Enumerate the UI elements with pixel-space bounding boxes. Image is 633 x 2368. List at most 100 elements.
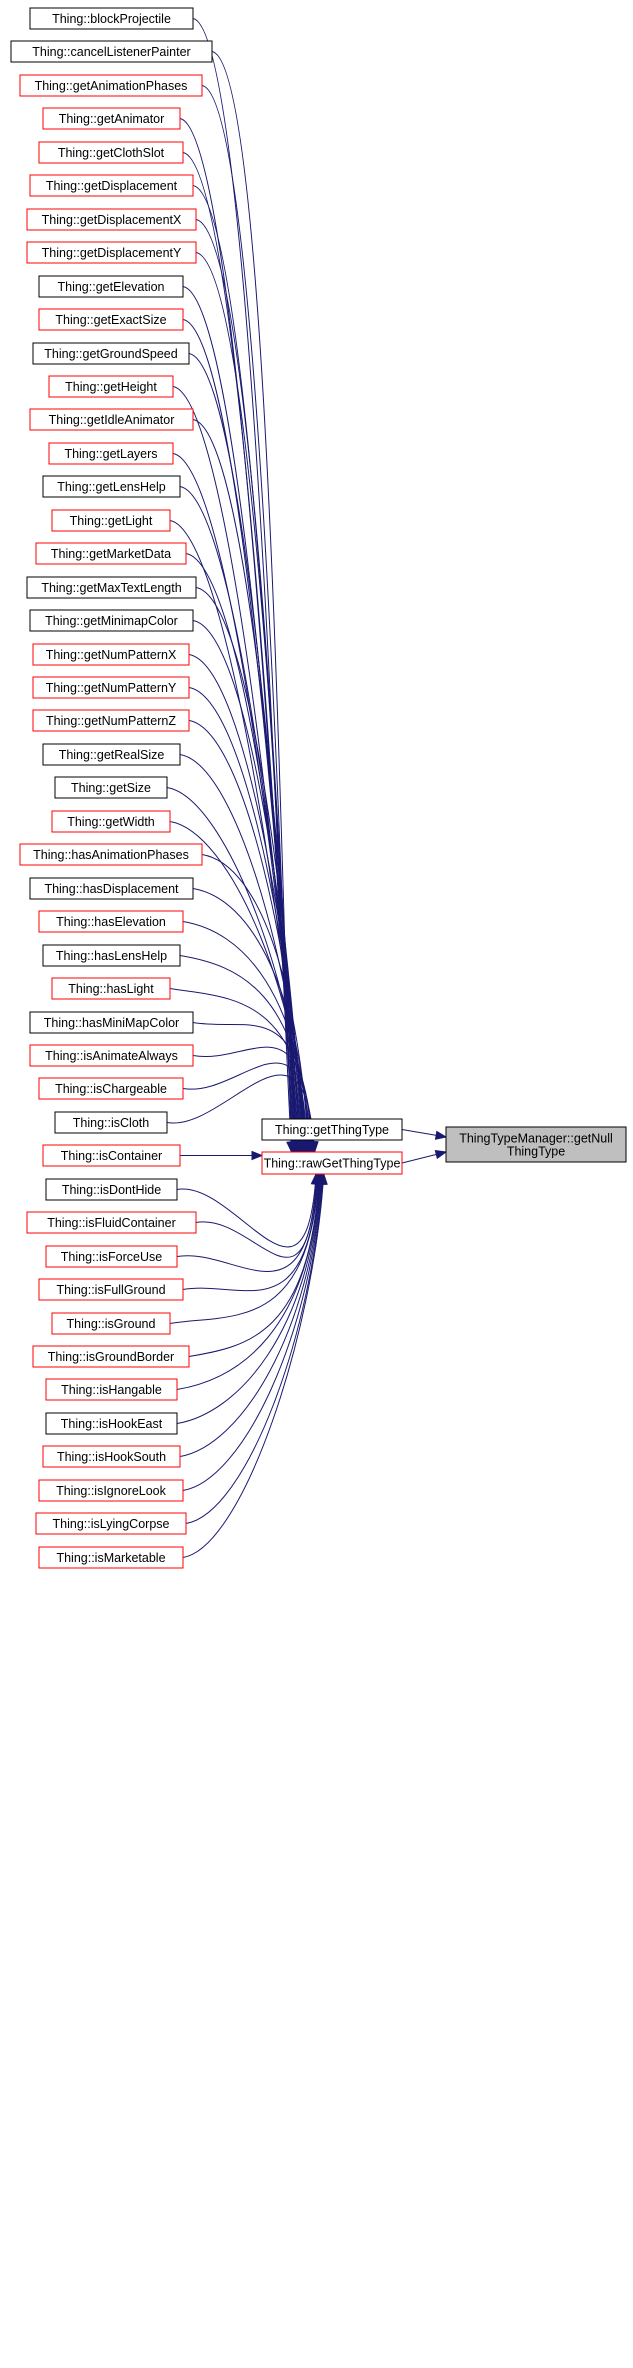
- node-is-ground[interactable]: Thing::isGround: [51, 1312, 171, 1335]
- edge-is-dont-hide: [176, 1173, 317, 1248]
- node-has-displacement-box: [29, 877, 194, 900]
- node-get-ground-speed-box: [32, 342, 190, 365]
- edge-get-thing-type-arrowhead: [434, 1130, 448, 1140]
- node-is-chargeable-label: Thing::isChargeable: [55, 1082, 167, 1096]
- node-get-elevation-box: [38, 275, 184, 298]
- node-get-displacement-x-box: [26, 208, 197, 231]
- node-get-cloth-slot[interactable]: Thing::getClothSlot: [38, 141, 184, 164]
- node-get-max-text-length-box: [26, 576, 197, 599]
- node-is-animate-always[interactable]: Thing::isAnimateAlways: [29, 1044, 194, 1067]
- node-get-thing-type-box: [261, 1118, 403, 1141]
- node-get-height[interactable]: Thing::getHeight: [48, 375, 174, 398]
- node-get-exact-size-label: Thing::getExactSize: [55, 313, 166, 327]
- node-is-fluid-container-label: Thing::isFluidContainer: [47, 1216, 176, 1230]
- node-is-hangable-label: Thing::isHangable: [61, 1383, 162, 1397]
- edge-get-lens-help: [179, 486, 302, 1153]
- node-is-ground-label: Thing::isGround: [67, 1317, 156, 1331]
- node-has-elevation-label: Thing::hasElevation: [56, 915, 166, 929]
- node-is-animate-always-label: Thing::isAnimateAlways: [45, 1049, 178, 1063]
- node-get-displacement[interactable]: Thing::getDisplacement: [29, 174, 194, 197]
- node-get-animation-phases-label: Thing::getAnimationPhases: [35, 79, 188, 93]
- node-get-animation-phases[interactable]: Thing::getAnimationPhases: [19, 74, 203, 97]
- node-is-force-use[interactable]: Thing::isForceUse: [45, 1245, 178, 1268]
- node-get-size[interactable]: Thing::getSize: [54, 776, 168, 799]
- node-has-animation-phases[interactable]: Thing::hasAnimationPhases: [19, 843, 203, 866]
- node-cancel-listener-painter[interactable]: Thing::cancelListenerPainter: [10, 40, 213, 63]
- node-has-light-label: Thing::hasLight: [68, 982, 154, 996]
- node-get-lens-help-box: [42, 475, 181, 498]
- node-get-elevation-label: Thing::getElevation: [57, 280, 164, 294]
- node-get-minimap-color[interactable]: Thing::getMinimapColor: [29, 609, 194, 632]
- node-get-max-text-length[interactable]: Thing::getMaxTextLength: [26, 576, 197, 599]
- edge-is-chargeable: [182, 1062, 315, 1153]
- node-get-layers[interactable]: Thing::getLayers: [48, 442, 174, 465]
- node-get-max-text-length-label: Thing::getMaxTextLength: [41, 581, 181, 595]
- node-has-displacement[interactable]: Thing::hasDisplacement: [29, 877, 194, 900]
- node-is-container-label: Thing::isContainer: [61, 1149, 162, 1163]
- node-get-num-pattern-y[interactable]: Thing::getNumPatternY: [32, 676, 190, 699]
- node-get-animator[interactable]: Thing::getAnimator: [42, 107, 181, 130]
- node-is-hook-east[interactable]: Thing::isHookEast: [45, 1412, 178, 1435]
- node-is-ground-border[interactable]: Thing::isGroundBorder: [32, 1345, 190, 1368]
- node-has-lens-help[interactable]: Thing::hasLensHelp: [42, 944, 181, 967]
- node-get-lens-help[interactable]: Thing::getLensHelp: [42, 475, 181, 498]
- node-raw-get-thing-type[interactable]: Thing::rawGetThingType: [261, 1151, 403, 1175]
- node-get-num-pattern-z[interactable]: Thing::getNumPatternZ: [32, 709, 190, 732]
- node-get-displacement-x[interactable]: Thing::getDisplacementX: [26, 208, 197, 231]
- node-block-projectile[interactable]: Thing::blockProjectile: [29, 7, 194, 30]
- node-raw-get-thing-type-label: Thing::rawGetThingType: [264, 1157, 401, 1171]
- edge-get-layers: [172, 453, 302, 1153]
- node-get-ground-speed[interactable]: Thing::getGroundSpeed: [32, 342, 190, 365]
- node-get-size-box: [54, 776, 168, 799]
- node-get-idle-animator[interactable]: Thing::getIdleAnimator: [29, 408, 194, 431]
- node-is-ignore-look-label: Thing::isIgnoreLook: [56, 1484, 167, 1498]
- node-is-ignore-look[interactable]: Thing::isIgnoreLook: [38, 1479, 184, 1502]
- node-get-minimap-color-box: [29, 609, 194, 632]
- node-has-mini-map-color[interactable]: Thing::hasMiniMapColor: [29, 1011, 194, 1034]
- node-get-animator-box: [42, 107, 181, 130]
- node-thing-type-manager-get-null-thing-type-label: ThingTypeManager::getNull: [459, 1132, 613, 1146]
- node-is-full-ground-label: Thing::isFullGround: [56, 1283, 165, 1297]
- node-has-light[interactable]: Thing::hasLight: [51, 977, 171, 1000]
- node-thing-type-manager-get-null-thing-type-label: ThingType: [507, 1145, 565, 1159]
- node-get-num-pattern-x[interactable]: Thing::getNumPatternX: [32, 643, 190, 666]
- node-get-num-pattern-z-label: Thing::getNumPatternZ: [46, 714, 176, 728]
- node-get-height-box: [48, 375, 174, 398]
- node-is-marketable[interactable]: Thing::isMarketable: [38, 1546, 184, 1569]
- node-get-minimap-color-label: Thing::getMinimapColor: [45, 614, 178, 628]
- node-get-lens-help-label: Thing::getLensHelp: [57, 480, 165, 494]
- node-is-hangable[interactable]: Thing::isHangable: [45, 1378, 178, 1401]
- node-is-cloth[interactable]: Thing::isCloth: [54, 1111, 168, 1134]
- node-is-full-ground[interactable]: Thing::isFullGround: [38, 1278, 184, 1301]
- node-is-hook-south[interactable]: Thing::isHookSouth: [42, 1445, 181, 1468]
- edge-get-size: [166, 787, 309, 1153]
- node-get-displacement-y[interactable]: Thing::getDisplacementY: [26, 241, 197, 264]
- edge-is-hook-east: [176, 1173, 322, 1424]
- edge-is-cloth: [166, 1074, 316, 1153]
- node-get-thing-type[interactable]: Thing::getThingType: [261, 1118, 403, 1141]
- node-is-chargeable[interactable]: Thing::isChargeable: [38, 1077, 184, 1100]
- node-has-light-box: [51, 977, 171, 1000]
- node-block-projectile-box: [29, 7, 194, 30]
- node-get-layers-box: [48, 442, 174, 465]
- node-get-exact-size-box: [38, 308, 184, 331]
- node-get-real-size[interactable]: Thing::getRealSize: [42, 743, 181, 766]
- node-get-light[interactable]: Thing::getLight: [51, 509, 171, 532]
- node-get-displacement-y-label: Thing::getDisplacementY: [42, 246, 182, 260]
- node-is-container[interactable]: Thing::isContainer: [42, 1144, 181, 1167]
- node-is-dont-hide[interactable]: Thing::isDontHide: [45, 1178, 178, 1201]
- node-is-fluid-container[interactable]: Thing::isFluidContainer: [26, 1211, 197, 1234]
- node-get-cloth-slot-box: [38, 141, 184, 164]
- node-has-lens-help-label: Thing::hasLensHelp: [56, 949, 167, 963]
- node-get-elevation[interactable]: Thing::getElevation: [38, 275, 184, 298]
- edge-is-marketable: [182, 1173, 325, 1558]
- node-get-market-data[interactable]: Thing::getMarketData: [35, 542, 187, 565]
- node-is-lying-corpse[interactable]: Thing::isLyingCorpse: [35, 1512, 187, 1535]
- node-get-width[interactable]: Thing::getWidth: [51, 810, 171, 833]
- node-get-height-label: Thing::getHeight: [65, 380, 157, 394]
- node-has-elevation[interactable]: Thing::hasElevation: [38, 910, 184, 933]
- node-get-exact-size[interactable]: Thing::getExactSize: [38, 308, 184, 331]
- node-is-hook-south-box: [42, 1445, 181, 1468]
